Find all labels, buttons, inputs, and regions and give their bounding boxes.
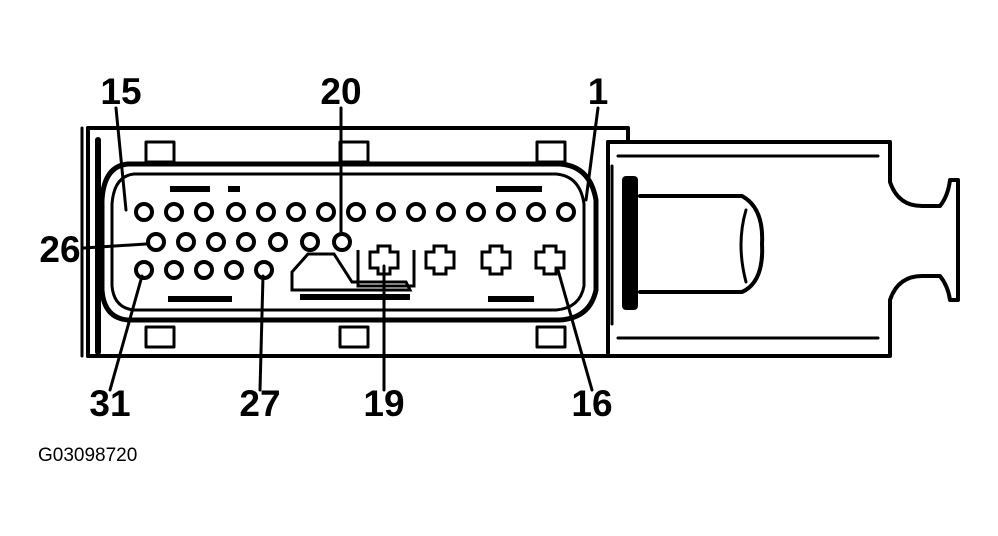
leader-lines	[82, 106, 600, 392]
pin-label-1: 1	[588, 71, 609, 112]
pin-row-1	[134, 202, 576, 222]
pin-label-16: 16	[571, 383, 612, 424]
figure-id: G03098720	[38, 445, 137, 466]
pin-label-20: 20	[320, 71, 361, 112]
pin-row-2	[146, 232, 352, 252]
mating-plug	[606, 140, 960, 358]
pin-label-15: 15	[100, 71, 141, 112]
pin-label-27: 27	[239, 383, 280, 424]
large-terminals	[290, 244, 566, 292]
pin-label-19: 19	[363, 383, 404, 424]
pin-label-26: 26	[39, 229, 80, 270]
pin-row-3	[134, 260, 274, 280]
pin-label-31: 31	[89, 383, 130, 424]
